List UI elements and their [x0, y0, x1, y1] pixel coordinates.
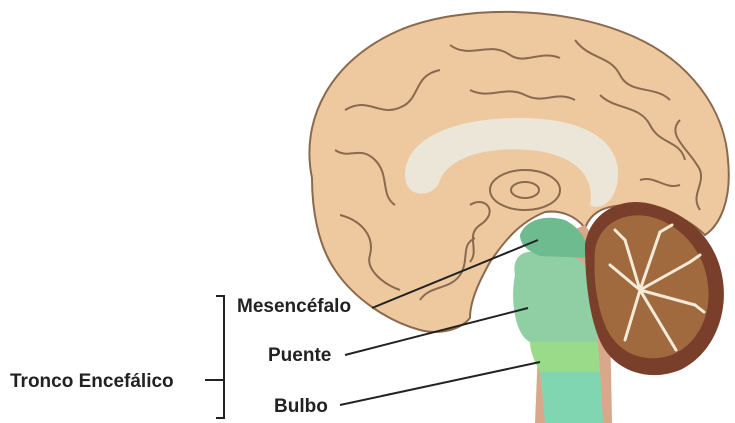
- label-puente: Puente: [268, 346, 331, 365]
- leader-line-medulla: [340, 362, 540, 405]
- label-tronco-encefalico: Tronco Encefálico: [10, 372, 174, 391]
- medulla-lower: [540, 370, 603, 423]
- label-mesencefalo: Mesencéfalo: [237, 297, 351, 316]
- brainstem-bracket: [205, 296, 224, 418]
- label-bulbo: Bulbo: [274, 397, 328, 416]
- medulla-band: [530, 342, 600, 372]
